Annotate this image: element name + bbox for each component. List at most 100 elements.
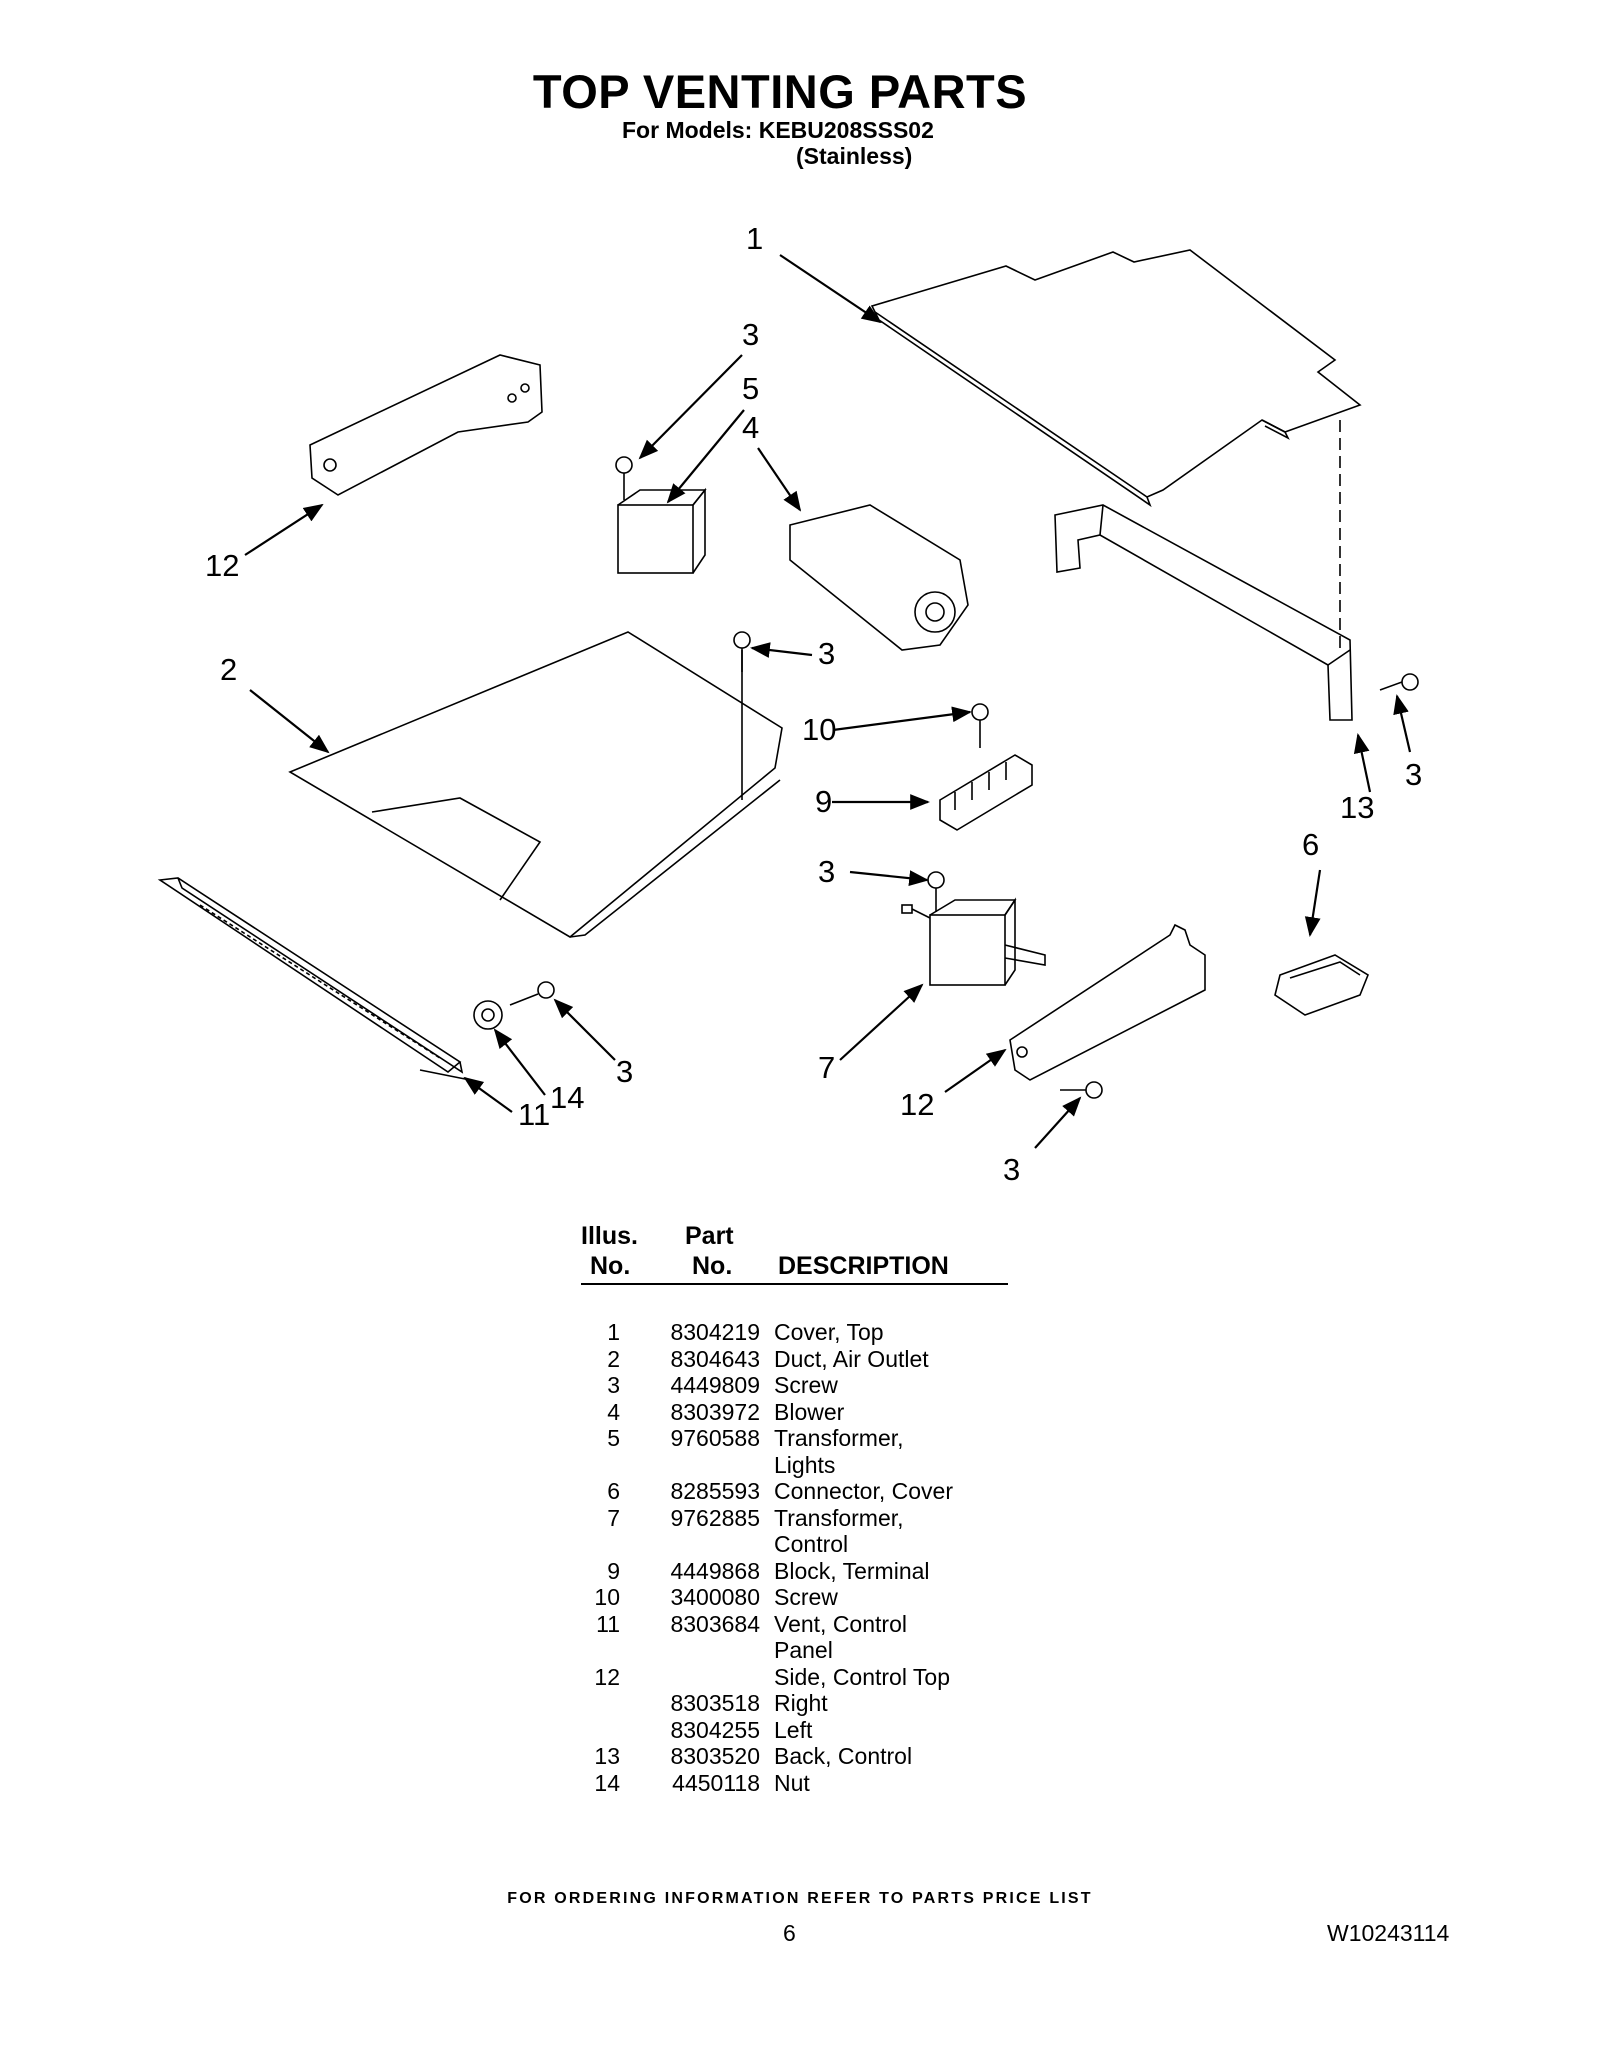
- callout-2: 2: [220, 652, 237, 687]
- col-illus-top: Illus.: [581, 1222, 638, 1250]
- description: Lights: [774, 1451, 836, 1478]
- callout-10: 10: [802, 712, 836, 747]
- side-control-top-lower: [1009, 923, 1206, 1081]
- callout-5: 5: [742, 371, 759, 406]
- description: Transformer,: [774, 1425, 904, 1451]
- page-title: TOP VENTING PARTS: [532, 65, 1028, 118]
- nut-part: [473, 1000, 503, 1030]
- illus-no: 4: [607, 1398, 620, 1425]
- description: Back, Control: [774, 1743, 913, 1769]
- callout-7: 7: [818, 1050, 835, 1085]
- callout-6: 6: [1302, 827, 1319, 862]
- description: Cover, Top: [774, 1319, 884, 1345]
- table-row: 4 8303972 Blower: [560, 1399, 1080, 1426]
- callout-9: 9: [815, 784, 832, 819]
- col-description: DESCRIPTION: [778, 1252, 949, 1280]
- part-no: 3400080: [670, 1584, 760, 1610]
- callout-1: 1: [746, 221, 763, 256]
- illus-no: 7: [607, 1504, 620, 1531]
- col-part-bottom: No.: [692, 1252, 733, 1280]
- callout-13: 13: [1340, 790, 1374, 825]
- description: Vent, Control: [774, 1610, 907, 1637]
- illus-no: [560, 1717, 620, 1744]
- description: Left: [774, 1716, 813, 1743]
- callout-11: 11: [518, 1097, 550, 1132]
- callout-3: 3: [818, 854, 835, 889]
- illus-no: 9: [607, 1557, 620, 1584]
- table-row: 1 8304219 Cover, Top: [560, 1319, 1080, 1346]
- part-no: 9762885: [670, 1504, 760, 1531]
- description: Duct, Air Outlet: [774, 1345, 929, 1372]
- description: Transformer,: [774, 1504, 904, 1531]
- ordering-note: FOR ORDERING INFORMATION REFER TO PARTS …: [507, 1890, 1093, 1907]
- finish-line: (Stainless): [796, 143, 913, 169]
- illus-no: 14: [594, 1769, 620, 1796]
- table-row: 12 Side, Control Top: [560, 1664, 1080, 1691]
- illus-no: 11: [596, 1610, 620, 1637]
- air-outlet-duct-part: [288, 631, 783, 938]
- table-row: 7 9762885 Transformer,: [560, 1505, 1080, 1532]
- callout-3: 3: [1003, 1152, 1020, 1187]
- part-no: 8303520: [670, 1743, 760, 1769]
- illus-no: [560, 1637, 620, 1664]
- description: Block, Terminal: [774, 1557, 930, 1584]
- lights-transformer-part: [617, 487, 707, 574]
- header-rule: [581, 1283, 1008, 1285]
- illus-no: 3: [607, 1372, 620, 1398]
- blower-part: [789, 504, 969, 651]
- callout-12: 12: [205, 548, 239, 583]
- col-part-top: Part: [685, 1222, 734, 1250]
- description: Screw: [774, 1372, 838, 1398]
- description: Control: [774, 1531, 849, 1557]
- part-no: 8303684: [670, 1610, 760, 1637]
- col-illus-bottom: No.: [590, 1252, 631, 1280]
- illus-no: 1: [607, 1319, 620, 1345]
- callout-12: 12: [900, 1087, 934, 1122]
- part-no: [620, 1664, 760, 1691]
- illus-no: 13: [594, 1743, 620, 1769]
- callout-3: 3: [818, 636, 835, 671]
- table-row: 13 8303520 Back, Control: [560, 1743, 1080, 1770]
- callout-4: 4: [742, 410, 759, 445]
- part-no: 8303518: [670, 1690, 760, 1716]
- screw-part: [509, 456, 1419, 1099]
- part-no: 4450118: [672, 1769, 760, 1796]
- callout-3: 3: [616, 1054, 633, 1089]
- description: Nut: [774, 1769, 810, 1796]
- illus-no: 6: [607, 1478, 620, 1504]
- part-no: 8304219: [670, 1319, 760, 1345]
- illus-no: [560, 1452, 620, 1479]
- table-row: Lights: [560, 1452, 1080, 1479]
- table-row: 3 4449809 Screw: [560, 1372, 1080, 1399]
- description: Side, Control Top: [774, 1663, 951, 1690]
- illus-no: [560, 1531, 620, 1558]
- description: Panel: [774, 1637, 833, 1663]
- models-line: For Models: KEBU208SSS02: [622, 117, 934, 143]
- table-row: 11 8303684 Vent, Control: [560, 1611, 1080, 1638]
- side-control-top-upper: [309, 354, 543, 496]
- back-control-part: [1054, 504, 1353, 721]
- description: Blower: [774, 1398, 845, 1425]
- table-row: 10 3400080 Screw: [560, 1584, 1080, 1611]
- parts-diagram: 1 3 5 4 12 2 3 10 9 3 3 13 6 3 14 11 7 1…: [157, 221, 1422, 1187]
- illus-no: 12: [594, 1663, 620, 1690]
- part-no: [620, 1452, 760, 1479]
- part-no: 8303972: [670, 1398, 760, 1425]
- part-no: 8285593: [670, 1478, 760, 1504]
- callout-14: 14: [550, 1080, 584, 1115]
- connector-cover-part: [1274, 954, 1369, 1016]
- part-no: 4449809: [670, 1372, 760, 1398]
- illus-no: 10: [594, 1584, 620, 1610]
- callout-3: 3: [742, 317, 759, 352]
- top-cover-part: [870, 249, 1362, 508]
- part-no: 9760588: [670, 1425, 760, 1451]
- illus-no: [560, 1690, 620, 1717]
- description: Screw: [774, 1584, 838, 1610]
